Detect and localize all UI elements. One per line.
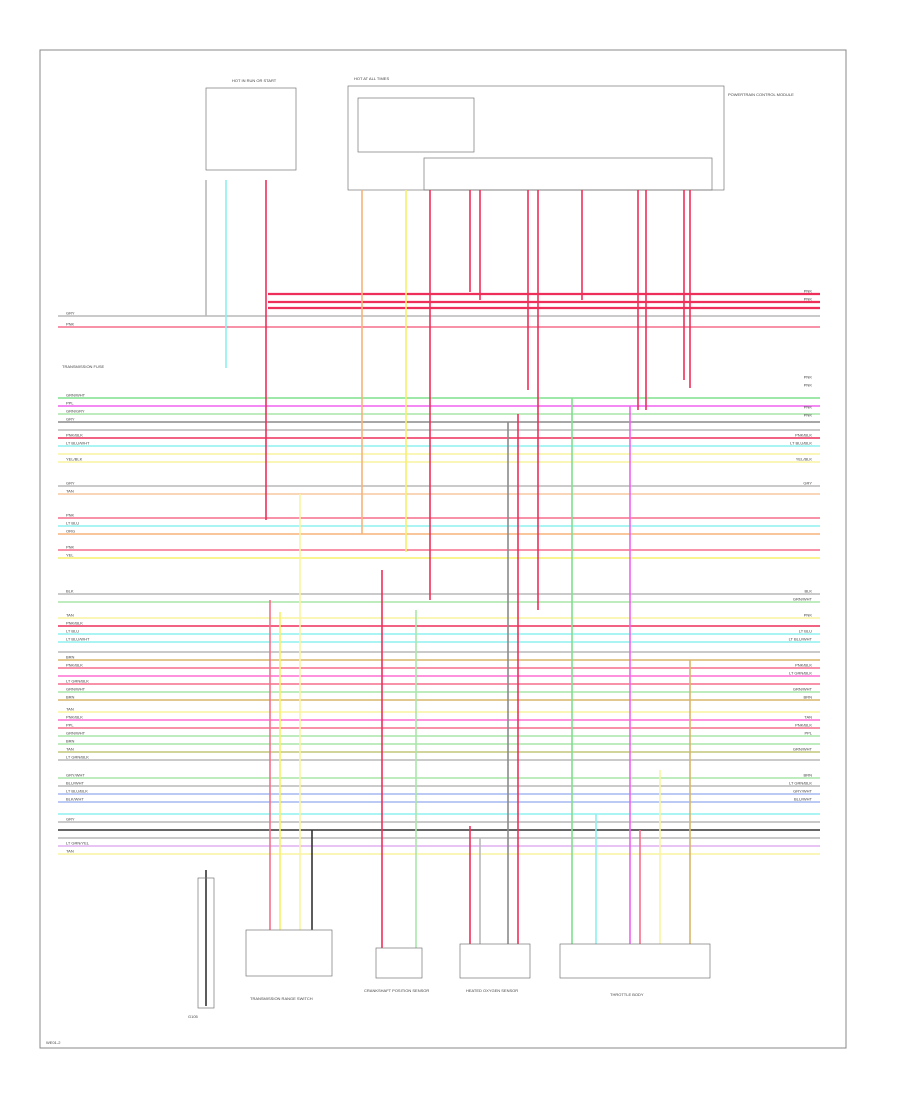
- left-wire-label: ORG: [66, 529, 75, 534]
- right-wire-label: PNK: [804, 405, 813, 410]
- left-wire-label: LT GRN/YEL: [66, 841, 90, 846]
- left-wire-label: BRN: [66, 695, 75, 700]
- relay-box: [357, 97, 475, 153]
- footer-code: WE01-2: [46, 1040, 61, 1045]
- left-wire-label: YEL/BLK: [66, 457, 83, 462]
- ground-box: [197, 877, 215, 1009]
- left-wire-label: GRN/WHT: [66, 687, 86, 692]
- wire-group: [58, 180, 820, 1006]
- right-wire-label: GRN/WHT: [793, 747, 813, 752]
- right-wire-label: GRY/WHT: [793, 789, 812, 794]
- crank-sensor-box: [375, 947, 423, 979]
- powertrain-module-label: POWERTRAIN CONTROL MODULE: [728, 92, 794, 97]
- left-wire-label: GRY: [66, 817, 75, 822]
- left-wire-label: PNK: [66, 513, 75, 518]
- right-wire-label: PNK: [804, 413, 813, 418]
- hot-in-run-label: HOT IN RUN OR START: [232, 78, 277, 83]
- right-wire-label: TAN: [804, 715, 812, 720]
- trans-range-switch-box: [245, 929, 333, 977]
- left-wire-label: LT BLU: [66, 629, 79, 634]
- left-wire-label: LT BLU/WHT: [66, 637, 90, 642]
- trans-fuse-label: TRANSMISSION FUSE: [62, 364, 105, 369]
- right-wire-label: PNK/BLK: [795, 723, 812, 728]
- left-wire-label: YEL: [66, 553, 74, 558]
- left-wire-label: BLK: [66, 589, 74, 594]
- left-wire-label: PPL: [66, 401, 74, 406]
- right-wire-label: PNK: [804, 297, 813, 302]
- left-wire-label: GRN/WHT: [66, 731, 86, 736]
- right-wire-label: BRN: [804, 773, 813, 778]
- right-wire-label: BLK: [804, 589, 812, 594]
- ground-label: G105: [188, 1014, 199, 1019]
- left-wire-label: LT BLU/BLK: [66, 789, 88, 794]
- left-wire-label: BLU/WHT: [66, 781, 85, 786]
- left-wire-label: LT BLU/WHT: [66, 441, 90, 446]
- fuse-block-box: [205, 87, 297, 171]
- left-wire-label: PNK: [66, 322, 75, 327]
- left-wire-label: PNK/BLK: [66, 663, 83, 668]
- fuse-row-box: [423, 157, 713, 191]
- left-wire-label: BRN: [66, 655, 75, 660]
- right-wire-label: GRY: [803, 481, 812, 486]
- left-wire-label: GRY/WHT: [66, 773, 85, 778]
- right-wire-label: YEL/BLK: [796, 457, 813, 462]
- right-wire-label: GRN/WHT: [793, 597, 813, 602]
- right-wire-label: PNK/BLK: [795, 663, 812, 668]
- left-wire-label: PPL: [66, 723, 74, 728]
- powertrain-module-box: [347, 85, 725, 191]
- left-wire-label: PNK/BLK: [66, 621, 83, 626]
- left-wire-label: GRY: [66, 311, 75, 316]
- left-wire-label: GRY: [66, 481, 75, 486]
- right-wire-label: PNK: [804, 375, 813, 380]
- right-wire-label: PPL: [804, 731, 812, 736]
- left-wire-label: TAN: [66, 707, 74, 712]
- right-wire-label: LT BLU/BLK: [790, 441, 812, 446]
- right-wire-label: BRN: [804, 695, 813, 700]
- right-wire-label: GRN/WHT: [793, 687, 813, 692]
- left-wire-label: TAN: [66, 747, 74, 752]
- left-wire-label: BRN: [66, 739, 75, 744]
- trans-range-switch-label: TRANSMISSION RANGE SWITCH: [250, 996, 313, 1001]
- throttle-body-box: [559, 943, 711, 979]
- right-wire-label: LT BLU/WHT: [789, 637, 813, 642]
- left-wire-label: PNK/BLK: [66, 433, 83, 438]
- oxygen-sensor-box: [459, 943, 531, 979]
- right-wire-label: PNK/BLK: [795, 433, 812, 438]
- left-wire-label: GRN/WHT: [66, 393, 86, 398]
- left-wire-label: LT GRN/BLK: [66, 679, 89, 684]
- left-wire-label: TAN: [66, 613, 74, 618]
- throttle-body-label: THROTTLE BODY: [610, 992, 644, 997]
- right-wire-label: PNK: [804, 613, 813, 618]
- right-wire-label: BLU/WHT: [794, 797, 813, 802]
- left-wire-label: GRN/GRY: [66, 409, 85, 414]
- left-wire-label: TAN: [66, 849, 74, 854]
- right-wire-label: PNK: [804, 289, 813, 294]
- crank-sensor-label: CRANKSHAFT POSITION SENSOR: [364, 988, 429, 993]
- hot-at-all-times-label: HOT AT ALL TIMES: [354, 76, 389, 81]
- left-wire-label: LT BLU: [66, 521, 79, 526]
- left-wire-label: TAN: [66, 489, 74, 494]
- left-wire-label: LT GRN/BLK: [66, 755, 89, 760]
- right-wire-label: LT BLU: [799, 629, 812, 634]
- right-wire-label: LT GRN/BLK: [789, 781, 812, 786]
- right-wire-label: LT GRN/BLK: [789, 671, 812, 676]
- left-wire-label: BLK/WHT: [66, 797, 84, 802]
- right-label-group: PNK PNK PNK PNK PNK PNK PNK/BLK LT BLU/BLK YEL/B…: [789, 289, 813, 802]
- left-wire-label: GRY: [66, 417, 75, 422]
- right-wire-label: PNK: [804, 383, 813, 388]
- left-wire-label: PNK: [66, 545, 75, 550]
- diagram-frame: [39, 49, 847, 1049]
- left-wire-label: PNK/BLK: [66, 715, 83, 720]
- left-label-group: GRY PNK GRN/WHT PPL GRN/GRY GRY PNK/BLK LT BLU/…: [66, 311, 90, 854]
- oxygen-sensor-label: HEATED OXYGEN SENSOR: [466, 988, 518, 993]
